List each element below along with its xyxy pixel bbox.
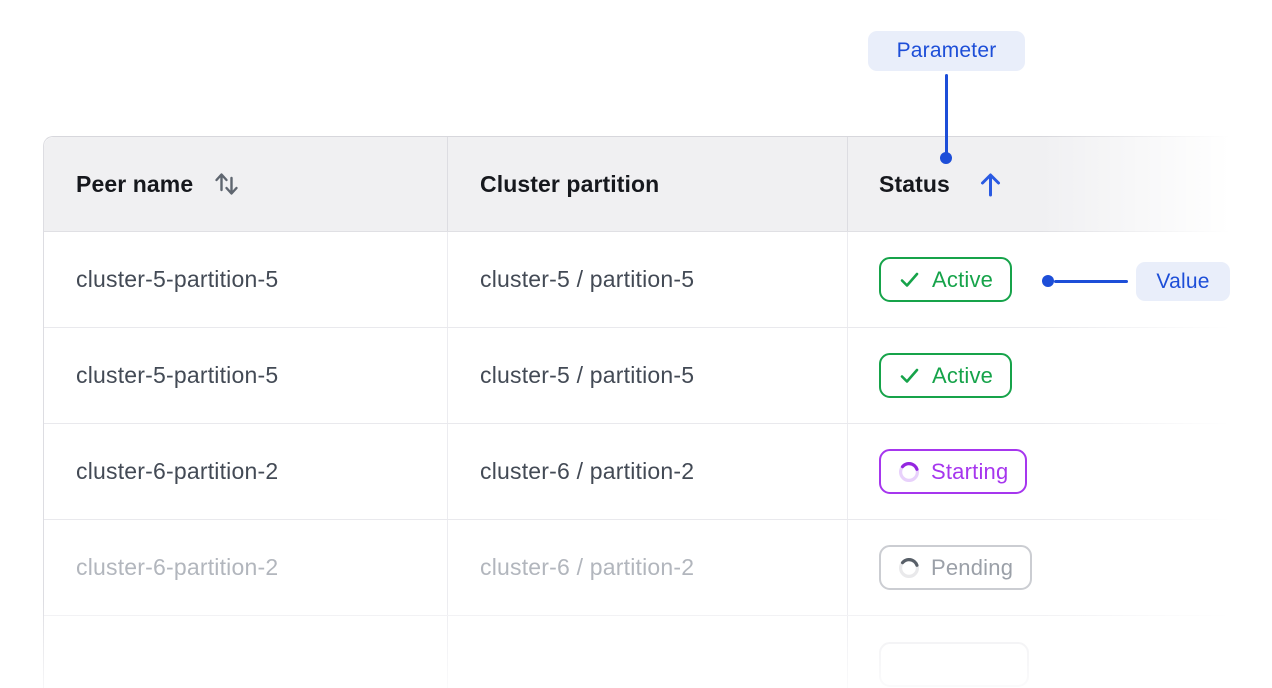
status-cell: Active — [848, 328, 1272, 423]
cluster-partition-cell: cluster-6 / partition-2 — [448, 424, 848, 519]
column-header-peer-name[interactable]: Peer name — [44, 137, 448, 231]
status-badge-starting: Starting — [879, 449, 1028, 494]
check-icon — [898, 364, 921, 387]
status-badge-active: Active — [879, 257, 1013, 302]
value-annotation-label: Value — [1136, 262, 1230, 301]
spinner-icon — [898, 557, 920, 579]
cluster-partition-header-label: Cluster partition — [480, 170, 660, 197]
status-badge-faded — [879, 641, 1029, 687]
column-header-cluster-partition: Cluster partition — [448, 137, 848, 231]
table-row: cluster-6-partition-2 cluster-6 / partit… — [44, 520, 1272, 616]
status-badge-label: Active — [932, 266, 994, 292]
parameter-connector-line — [945, 74, 948, 154]
cluster-partition-cell: cluster-6 / partition-2 — [448, 520, 848, 615]
peer-name-cell: cluster-6-partition-2 — [44, 520, 448, 615]
sort-ascending-icon[interactable] — [978, 171, 1003, 198]
table-row: cluster-5-partition-5 cluster-5 / partit… — [44, 328, 1272, 424]
cluster-partition-cell — [448, 616, 848, 688]
spinner-icon — [898, 461, 920, 483]
table-row: cluster-6-partition-2 cluster-6 / partit… — [44, 424, 1272, 520]
status-badge-label: Pending — [931, 554, 1014, 580]
table-header-row: Peer name Cluster partition Status — [44, 137, 1272, 232]
status-cell — [848, 616, 1272, 688]
parameter-connector-dot — [940, 152, 952, 164]
check-icon — [898, 268, 921, 291]
peers-table: Peer name Cluster partition Status — [43, 136, 1272, 688]
parameter-annotation-label: Parameter — [868, 31, 1025, 71]
peer-name-cell: cluster-6-partition-2 — [44, 424, 448, 519]
status-cell: Pending — [848, 520, 1272, 615]
column-header-status[interactable]: Status — [848, 137, 1272, 231]
sort-both-icon[interactable] — [213, 169, 240, 199]
status-badge-label: Active — [932, 362, 994, 388]
status-header-label: Status — [879, 170, 950, 197]
peer-name-cell: cluster-5-partition-5 — [44, 328, 448, 423]
peer-name-cell: cluster-5-partition-5 — [44, 232, 448, 327]
status-badge-label: Starting — [931, 458, 1009, 484]
value-connector-dot — [1042, 275, 1054, 287]
status-badge-pending: Pending — [879, 545, 1033, 590]
peer-name-header-label: Peer name — [76, 170, 194, 197]
cluster-partition-cell: cluster-5 / partition-5 — [448, 232, 848, 327]
status-cell: Active — [848, 232, 1272, 327]
status-badge-active: Active — [879, 353, 1013, 398]
peer-name-cell — [44, 616, 448, 688]
value-connector-line — [1054, 280, 1128, 283]
cluster-partition-cell: cluster-5 / partition-5 — [448, 328, 848, 423]
status-cell: Starting — [848, 424, 1272, 519]
table-row-partial — [44, 616, 1272, 688]
